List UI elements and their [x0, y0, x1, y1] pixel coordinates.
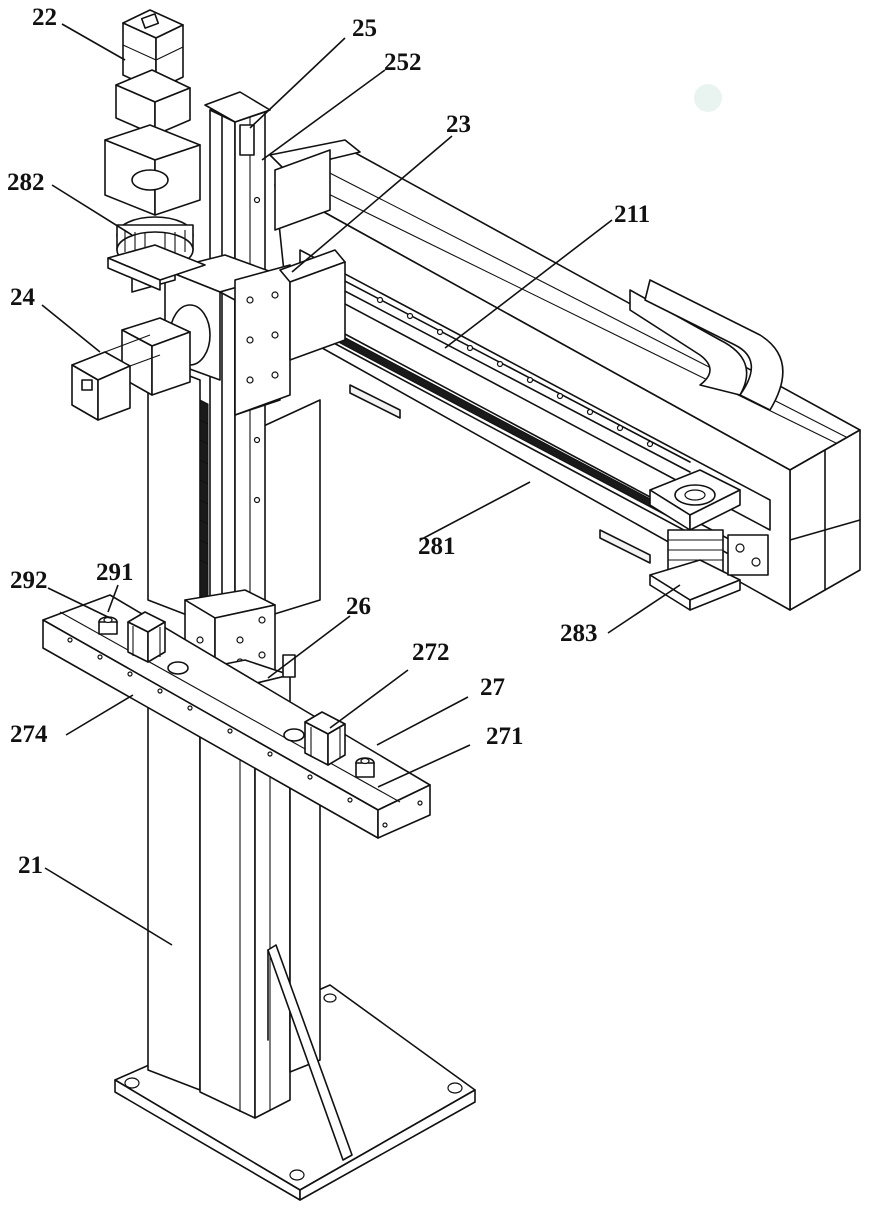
- label-274: 274: [10, 721, 48, 748]
- label-272: 272: [412, 639, 450, 666]
- label-271: 271: [486, 723, 524, 750]
- top-motor: [105, 10, 205, 290]
- label-291: 291: [96, 559, 134, 586]
- label-281: 281: [418, 533, 456, 560]
- label-22: 22: [32, 4, 57, 31]
- label-282: 282: [7, 169, 45, 196]
- label-24: 24: [10, 284, 36, 311]
- label-252: 252: [384, 49, 422, 76]
- label-27: 27: [480, 674, 505, 701]
- label-25: 25: [352, 15, 377, 42]
- label-21: 21: [18, 852, 43, 879]
- label-292: 292: [10, 567, 48, 594]
- horizontal-arm: [270, 140, 860, 610]
- faint-mark: [694, 84, 722, 112]
- label-26: 26: [346, 593, 371, 620]
- label-283: 283: [560, 620, 598, 647]
- label-211: 211: [614, 201, 650, 228]
- label-23: 23: [446, 111, 471, 138]
